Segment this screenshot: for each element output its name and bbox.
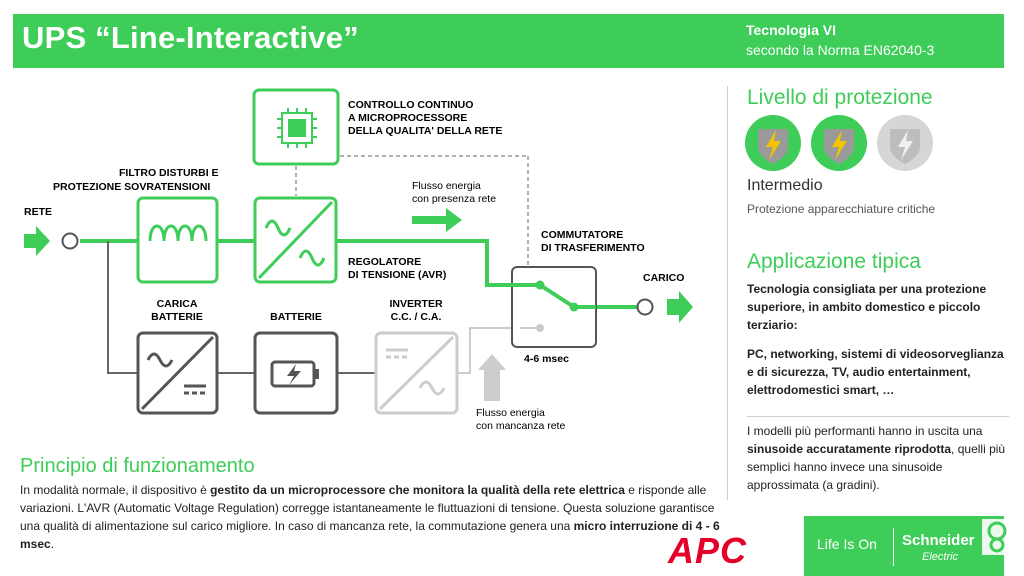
control-label-1: CONTROLLO CONTINUO [348, 99, 473, 111]
rete-terminal [61, 232, 79, 250]
avr-label-2: DI TENSIONE (AVR) [348, 269, 446, 281]
control-label-3: DELLA QUALITA' DELLA RETE [348, 125, 502, 137]
flow-outage-label-2: con mancanza rete [476, 420, 565, 432]
rete-label: RETE [24, 206, 52, 218]
switch-label-2: DI TRASFERIMENTO [541, 242, 645, 254]
inverter-converter-icon [378, 335, 455, 411]
technology-norm: secondo la Norma EN62040-3 [746, 42, 935, 58]
battery-path-line [107, 241, 376, 374]
shield-icon-inactive [877, 115, 933, 171]
apc-logo: APC [668, 530, 748, 571]
switch-icon [490, 280, 596, 332]
protection-heading: Livello di protezione [747, 86, 933, 109]
flow-normal-label-1: Flusso energia [412, 180, 481, 192]
charger-converter-icon [140, 335, 215, 411]
protection-shields [745, 115, 933, 171]
charger-label-1: CARICA [157, 298, 198, 310]
header-bar [13, 14, 1004, 68]
carico-label: CARICO [643, 272, 684, 284]
protection-level: Intermedio [747, 177, 823, 194]
inverter-label-2: C.C. / C.A. [391, 311, 442, 323]
shield-icon [811, 115, 867, 171]
inverter-output-line [457, 327, 540, 374]
corner-badge-icon [982, 519, 1012, 555]
principle-text: In modalità normale, il dispositivo è ge… [20, 483, 720, 551]
flow-normal-arrow-icon [412, 208, 462, 232]
principle-heading: Principio di funzionamento [20, 455, 255, 477]
application-heading: Applicazione tipica [747, 250, 921, 273]
coil-icon [148, 224, 208, 242]
application-note: I modelli più performanti hanno in uscit… [747, 424, 1006, 492]
carico-arrow-icon [667, 291, 693, 323]
switch-time-label: 4-6 msec [524, 353, 569, 365]
flow-normal-label-2: con presenza rete [412, 193, 496, 205]
application-list: PC, networking, sistemi di videosorvegli… [747, 347, 1004, 397]
charger-label-2: BATTERIE [151, 311, 203, 323]
flow-outage-arrow-icon [478, 354, 506, 401]
application-divider [747, 416, 1009, 417]
technology-label: Tecnologia VI [746, 22, 836, 38]
converter-icon [257, 200, 334, 280]
inverter-label-1: INVERTER [389, 298, 443, 310]
filter-label-2: PROTEZIONE SOVRATENSIONI [53, 181, 210, 193]
carico-terminal [636, 298, 654, 316]
schneider-logo-sub: Electric [922, 551, 959, 563]
page-title: UPS “Line-Interactive” [22, 20, 359, 55]
microchip-icon [277, 108, 317, 148]
filter-label-1: FILTRO DISTURBI E [119, 167, 219, 179]
banner-divider [893, 528, 894, 566]
ups-diagram: CONTROLLO CONTINUO A MICROPROCESSORE DEL… [24, 88, 693, 432]
control-label-2: A MICROPROCESSORE [348, 112, 467, 124]
battery-icon [270, 360, 319, 388]
shield-icon [745, 115, 801, 171]
schneider-logo: Schneider [902, 532, 975, 549]
batteries-label: BATTERIE [270, 311, 322, 323]
switch-label-1: COMMUTATORE [541, 229, 623, 241]
vertical-divider [727, 86, 728, 500]
rete-arrow-icon [24, 226, 50, 256]
application-description: Tecnologia consigliata per una protezion… [747, 282, 987, 332]
schneider-banner [804, 516, 1004, 576]
flow-outage-label-1: Flusso energia [476, 407, 545, 419]
avr-label-1: REGOLATORE [348, 256, 421, 268]
tagline: Life Is On [817, 536, 877, 552]
protection-description: Protezione apparecchiature critiche [747, 202, 936, 216]
